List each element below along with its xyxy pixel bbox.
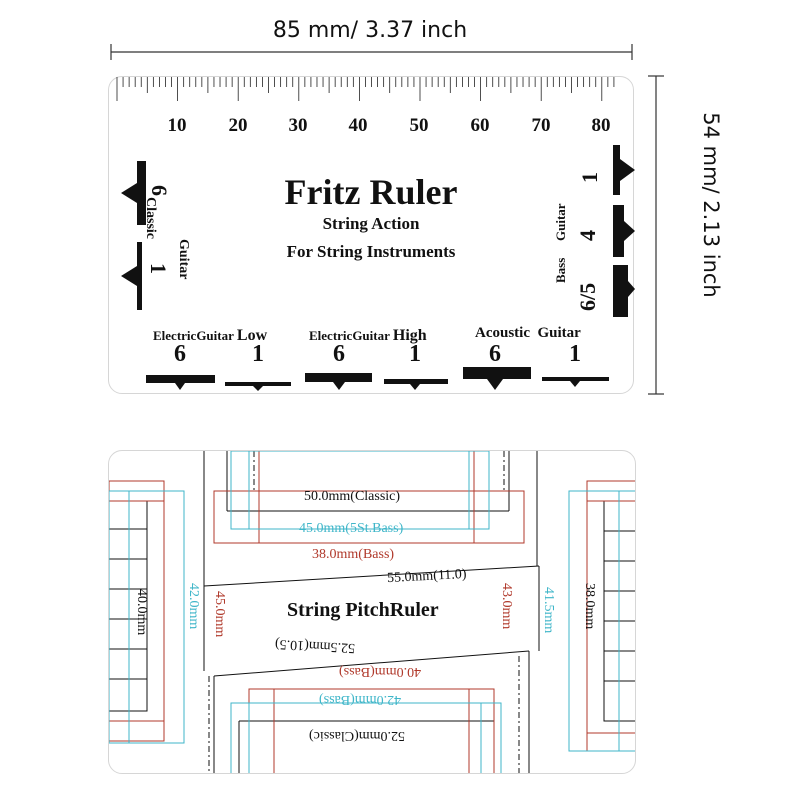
bass-number-4: 4 <box>575 230 600 241</box>
pitch-ruler-title: String PitchRuler <box>287 599 439 621</box>
electric-low-1: 1 <box>252 341 264 367</box>
electric-low-label: ElectricGuitar Low <box>153 327 268 344</box>
acoustic-label: Acoustic Guitar <box>475 325 581 341</box>
electric-high-label: ElectricGuitar High <box>309 327 427 344</box>
fritz-ruler-card: 10 20 30 40 50 60 70 80 Fritz Ruler Stri… <box>108 76 635 394</box>
acoustic-1: 1 <box>569 341 581 367</box>
ruler-number: 80 <box>591 115 611 136</box>
card-subtitle: String Action <box>322 214 420 233</box>
pitch-ruler-card: 50.0mm(Classic) 45.0mm(5St.Bass) 38.0mm(… <box>108 450 636 774</box>
ruler-number: 50 <box>409 115 429 136</box>
classic-number-1: 1 <box>146 263 171 274</box>
guitar-label-right: Guitar <box>553 203 568 241</box>
label-43: 43.0mm <box>499 583 514 630</box>
ruler-number: 60 <box>470 115 490 136</box>
label-42-bass: 42.0mm(Bass) <box>319 692 402 707</box>
classic-label: Classic <box>143 197 158 239</box>
bass-number-1: 1 <box>577 172 602 183</box>
label-45-left: 45.0mm <box>212 591 227 638</box>
ruler-number: 10 <box>167 115 187 136</box>
label-50-classic: 50.0mm(Classic) <box>304 489 401 504</box>
ruler-number: 40 <box>348 115 368 136</box>
ruler-ticks <box>116 77 615 101</box>
pitch-guide-lines <box>109 451 635 773</box>
electric-high-1: 1 <box>409 341 421 367</box>
acoustic-6: 6 <box>489 341 501 367</box>
height-dimension-label: 54 mm/ 2.13 inch <box>699 112 723 298</box>
label-38-right: 38.0mm <box>582 583 597 630</box>
bass-number-6-5: 6/5 <box>575 282 600 311</box>
card-title: Fritz Ruler <box>284 172 458 212</box>
label-40-bass: 40.0mm(Bass) <box>339 664 422 679</box>
ruler-number: 70 <box>531 115 551 136</box>
label-38-bass: 38.0mm(Bass) <box>312 547 395 562</box>
classic-number-6: 6 <box>147 185 172 196</box>
ruler-number: 30 <box>288 115 308 136</box>
label-45-5st-bass: 45.0mm(5St.Bass) <box>299 521 404 536</box>
label-40-left: 40.0mm <box>134 589 149 636</box>
label-52-classic: 52.0mm(Classic) <box>309 728 406 743</box>
label-42-left: 42.0mm <box>186 583 201 630</box>
bass-label: Bass <box>553 257 568 283</box>
ruler-number: 20 <box>228 115 248 136</box>
electric-low-6: 6 <box>174 341 186 367</box>
label-41-5: 41.5mm <box>541 587 556 634</box>
gauge-steps <box>121 145 635 391</box>
guitar-label-left: Guitar <box>176 239 191 280</box>
electric-high-6: 6 <box>333 341 345 367</box>
card-subtitle: For String Instruments <box>286 242 456 261</box>
width-dimension-label: 85 mm/ 3.37 inch <box>272 18 468 43</box>
